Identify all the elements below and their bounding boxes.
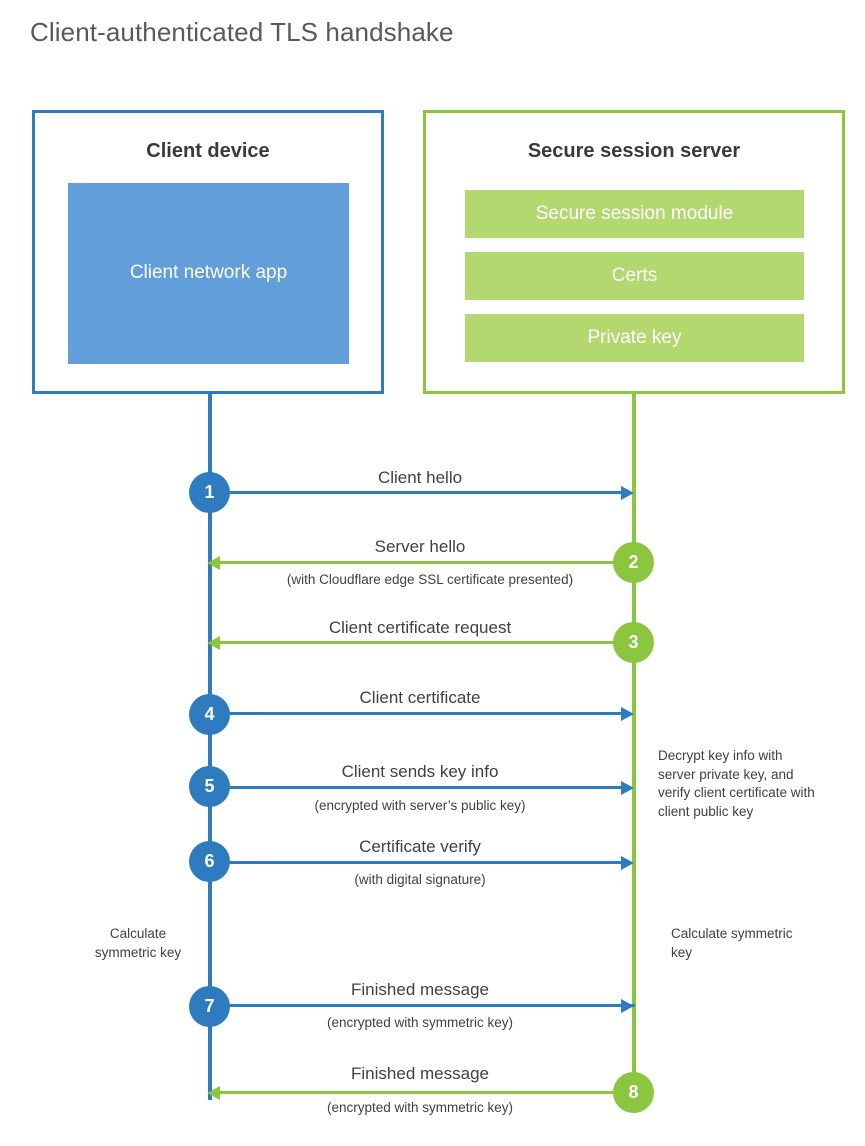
client-device-title: Client device	[146, 140, 270, 162]
step-4-arrow-line	[210, 712, 622, 715]
step-8-arrow-head-icon	[207, 1086, 220, 1100]
step-1-arrow-line	[210, 491, 622, 494]
secure-session-server-title: Secure session server	[527, 140, 741, 162]
step-7-marker[interactable]: 7	[189, 986, 230, 1027]
step-5-label: Client sends key info	[341, 762, 499, 781]
server-lifeline	[632, 394, 636, 1093]
step-5-marker[interactable]: 5	[189, 766, 230, 807]
step-8-marker[interactable]: 8	[613, 1072, 654, 1113]
step-2-arrow-line	[215, 561, 634, 564]
step-6-marker[interactable]: 6	[189, 841, 230, 882]
secure-session-module-box: Secure session module	[465, 190, 804, 238]
step-3-arrow-line	[215, 641, 634, 644]
page-title: Client-authenticated TLS handshake	[30, 17, 454, 47]
step-1-arrow-head-icon	[621, 486, 634, 500]
step-6-arrow-line	[210, 861, 622, 864]
step-7-sublabel: (encrypted with symmetric key)	[326, 1015, 514, 1030]
secure-session-server-box: Secure session server Secure session mod…	[423, 110, 845, 394]
step-4-arrow-head-icon	[621, 707, 634, 721]
client-lifeline	[208, 394, 212, 1100]
client-network-app-box: Client network app	[68, 183, 349, 364]
step-3-marker[interactable]: 3	[613, 622, 654, 663]
step-8-sublabel: (encrypted with symmetric key)	[326, 1100, 514, 1115]
step-7-arrow-line	[210, 1004, 635, 1007]
step-1-marker[interactable]: 1	[189, 472, 230, 513]
step-6-arrow-head-icon	[621, 856, 634, 870]
step-6-label: Certificate verify	[359, 837, 481, 856]
step-8-label: Finished message	[351, 1064, 489, 1083]
step-8-arrow-line	[215, 1091, 634, 1094]
private-key-box: Private key	[465, 314, 804, 362]
step-7-arrow-head-icon	[621, 999, 634, 1013]
step-3-label: Client certificate request	[328, 618, 512, 637]
certs-box: Certs	[465, 252, 804, 300]
client-calculate-annotation: Calculate symmetric key	[94, 926, 182, 960]
step-5-arrow-line	[210, 786, 622, 789]
step-1-label: Client hello	[377, 468, 463, 487]
step-3-arrow-head-icon	[207, 636, 220, 650]
step-6-sublabel: (with digital signature)	[354, 872, 486, 887]
step-5-arrow-head-icon	[621, 781, 634, 795]
step-2-marker[interactable]: 2	[613, 542, 654, 583]
server-decrypt-annotation: Decrypt key info with server private key…	[658, 748, 815, 819]
step-2-sublabel: (with Cloudflare edge SSL certificate pr…	[286, 572, 574, 587]
server-calculate-annotation: Calculate symmetric key	[671, 926, 793, 960]
client-device-box: Client device Client network app	[32, 110, 384, 394]
step-7-label: Finished message	[351, 980, 489, 999]
step-4-label: Client certificate	[359, 688, 481, 707]
step-2-arrow-head-icon	[207, 556, 220, 570]
step-4-marker[interactable]: 4	[189, 694, 230, 735]
step-2-label: Server hello	[374, 537, 466, 556]
step-5-sublabel: (encrypted with server’s public key)	[314, 798, 526, 813]
